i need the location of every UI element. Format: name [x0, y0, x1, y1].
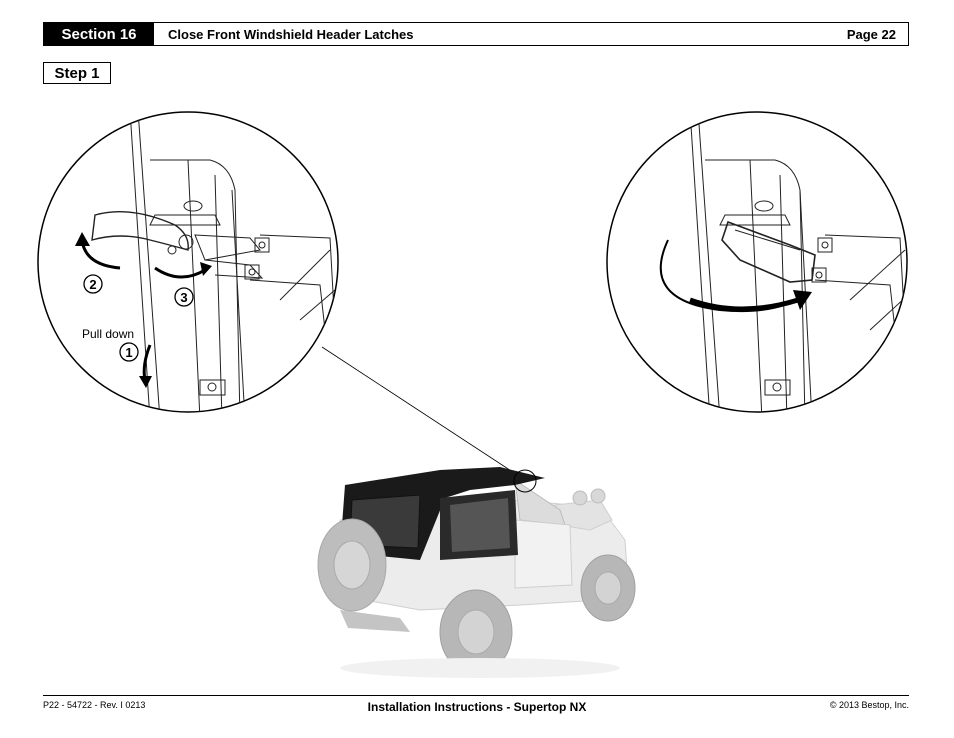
footer-title: Installation Instructions - Supertop NX — [367, 700, 587, 714]
section-header: Section 16 Close Front Windshield Header… — [43, 22, 909, 46]
callout-3: 3 — [180, 290, 187, 305]
step-label: Step 1 — [43, 62, 111, 84]
footer-divider — [43, 695, 909, 696]
latch-detail-open: 2 3 1 Pull down — [37, 111, 339, 413]
section-title: Close Front Windshield Header Latches — [168, 26, 414, 42]
footer-part-number: P22 - 54722 - Rev. I 0213 — [43, 700, 146, 710]
leader-line — [321, 346, 526, 481]
callout-2: 2 — [89, 277, 96, 292]
latch-detail-closed — [606, 111, 908, 413]
footer-copyright: © 2013 Bestop, Inc. — [829, 700, 909, 710]
section-number: Section 16 — [44, 23, 154, 45]
callout-1: 1 — [125, 345, 132, 360]
jeep-illustration — [317, 467, 636, 678]
pull-down-label: Pull down — [82, 327, 134, 341]
page-number: Page 22 — [846, 26, 896, 42]
